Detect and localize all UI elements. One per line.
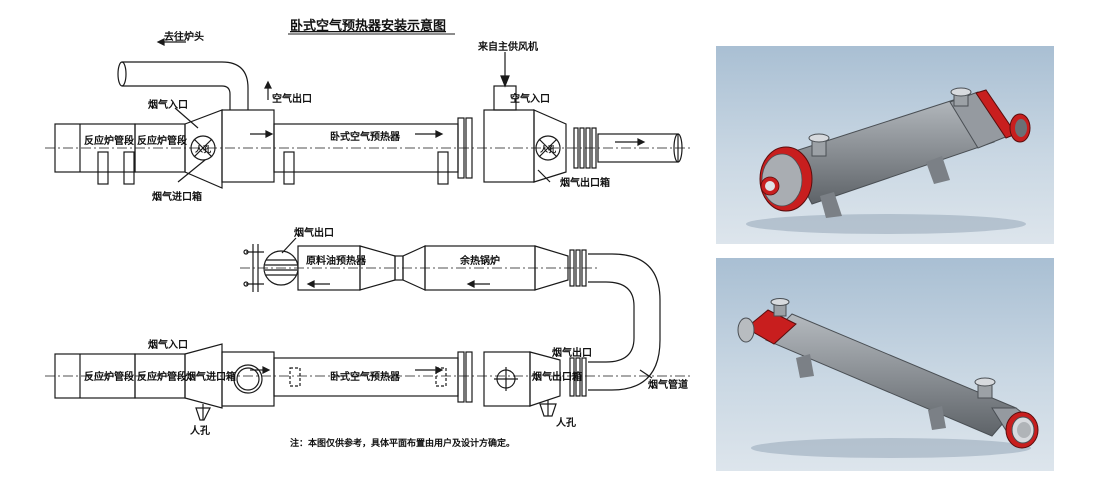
label-flue-outlet-box-upper: 烟气出口箱 bbox=[560, 176, 610, 189]
label-heater-upper: 卧式空气预热器 bbox=[330, 130, 401, 143]
label-reactor-1-lower: 反应炉管段 bbox=[84, 370, 134, 383]
diagram-title: 卧式空气预热器安装示意图 bbox=[290, 18, 446, 34]
diagram-note: 注：本图仅供参考，具体平面布置由用户及设计方确定。 bbox=[290, 437, 515, 449]
label-flue-duct: 烟气管道 bbox=[648, 378, 688, 391]
label-waste-heat-boiler: 余热锅炉 bbox=[459, 254, 500, 267]
label-heater-lower: 卧式空气预热器 bbox=[330, 370, 401, 383]
render-view-top bbox=[716, 46, 1054, 244]
render-view-bottom bbox=[716, 258, 1054, 471]
label-air-inlet: 空气入口 bbox=[510, 92, 550, 105]
label-reactor-1-upper: 反应炉管段 bbox=[84, 134, 134, 147]
label-manhole-lower-left: 人孔 bbox=[190, 424, 210, 437]
label-feed-preheater: 原料油预热器 bbox=[306, 254, 367, 267]
label-flue-outlet-box-lower: 烟气出口箱 bbox=[532, 370, 582, 383]
label-manhole-upper-right: 人孔 bbox=[540, 144, 556, 154]
lower-layout bbox=[45, 343, 690, 421]
installation-schematic: 卧式空气预热器安装示意图 bbox=[45, 18, 690, 449]
label-flue-inlet-lower: 烟气入口 bbox=[148, 338, 188, 351]
label-flue-outlet-lower: 烟气出口 bbox=[552, 346, 592, 359]
label-flue-inlet-box-lower: 烟气进口箱 bbox=[186, 370, 236, 383]
label-manhole-lower-right: 人孔 bbox=[556, 416, 576, 429]
label-flue-inlet-box-upper: 烟气进口箱 bbox=[152, 190, 202, 203]
label-to-burner: 去往炉头 bbox=[164, 30, 204, 43]
label-manhole-upper-left: 人孔 bbox=[195, 144, 211, 154]
middle-layout bbox=[240, 237, 661, 391]
label-from-blower: 来自主供风机 bbox=[477, 40, 538, 53]
label-flue-inlet-upper: 烟气入口 bbox=[148, 98, 188, 111]
label-reactor-2-upper: 反应炉管段 bbox=[137, 134, 187, 147]
upper-layout bbox=[45, 38, 690, 189]
label-reactor-2-lower: 反应炉管段 bbox=[137, 370, 187, 383]
label-flue-outlet-middle: 烟气出口 bbox=[294, 226, 334, 239]
label-air-outlet: 空气出口 bbox=[272, 92, 312, 105]
